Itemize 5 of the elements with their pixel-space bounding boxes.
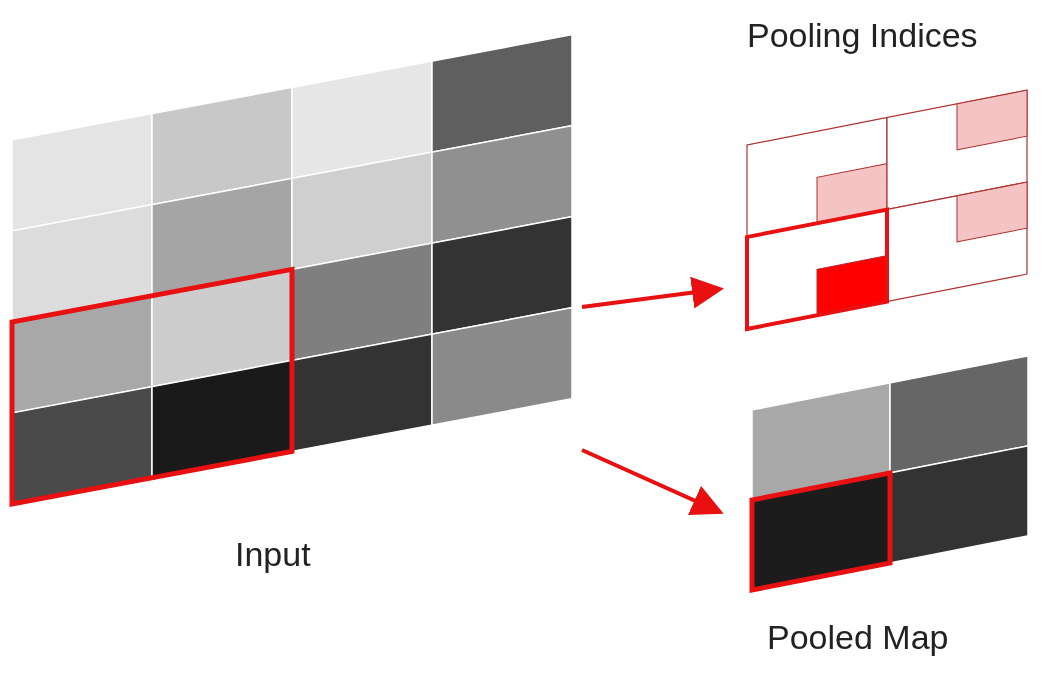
- arrow: [581, 448, 724, 516]
- arrow: [581, 276, 724, 309]
- panel-title: Pooled Map: [767, 618, 949, 657]
- panel-title: Input: [235, 535, 311, 574]
- panel-title: Pooling Indices: [747, 16, 978, 55]
